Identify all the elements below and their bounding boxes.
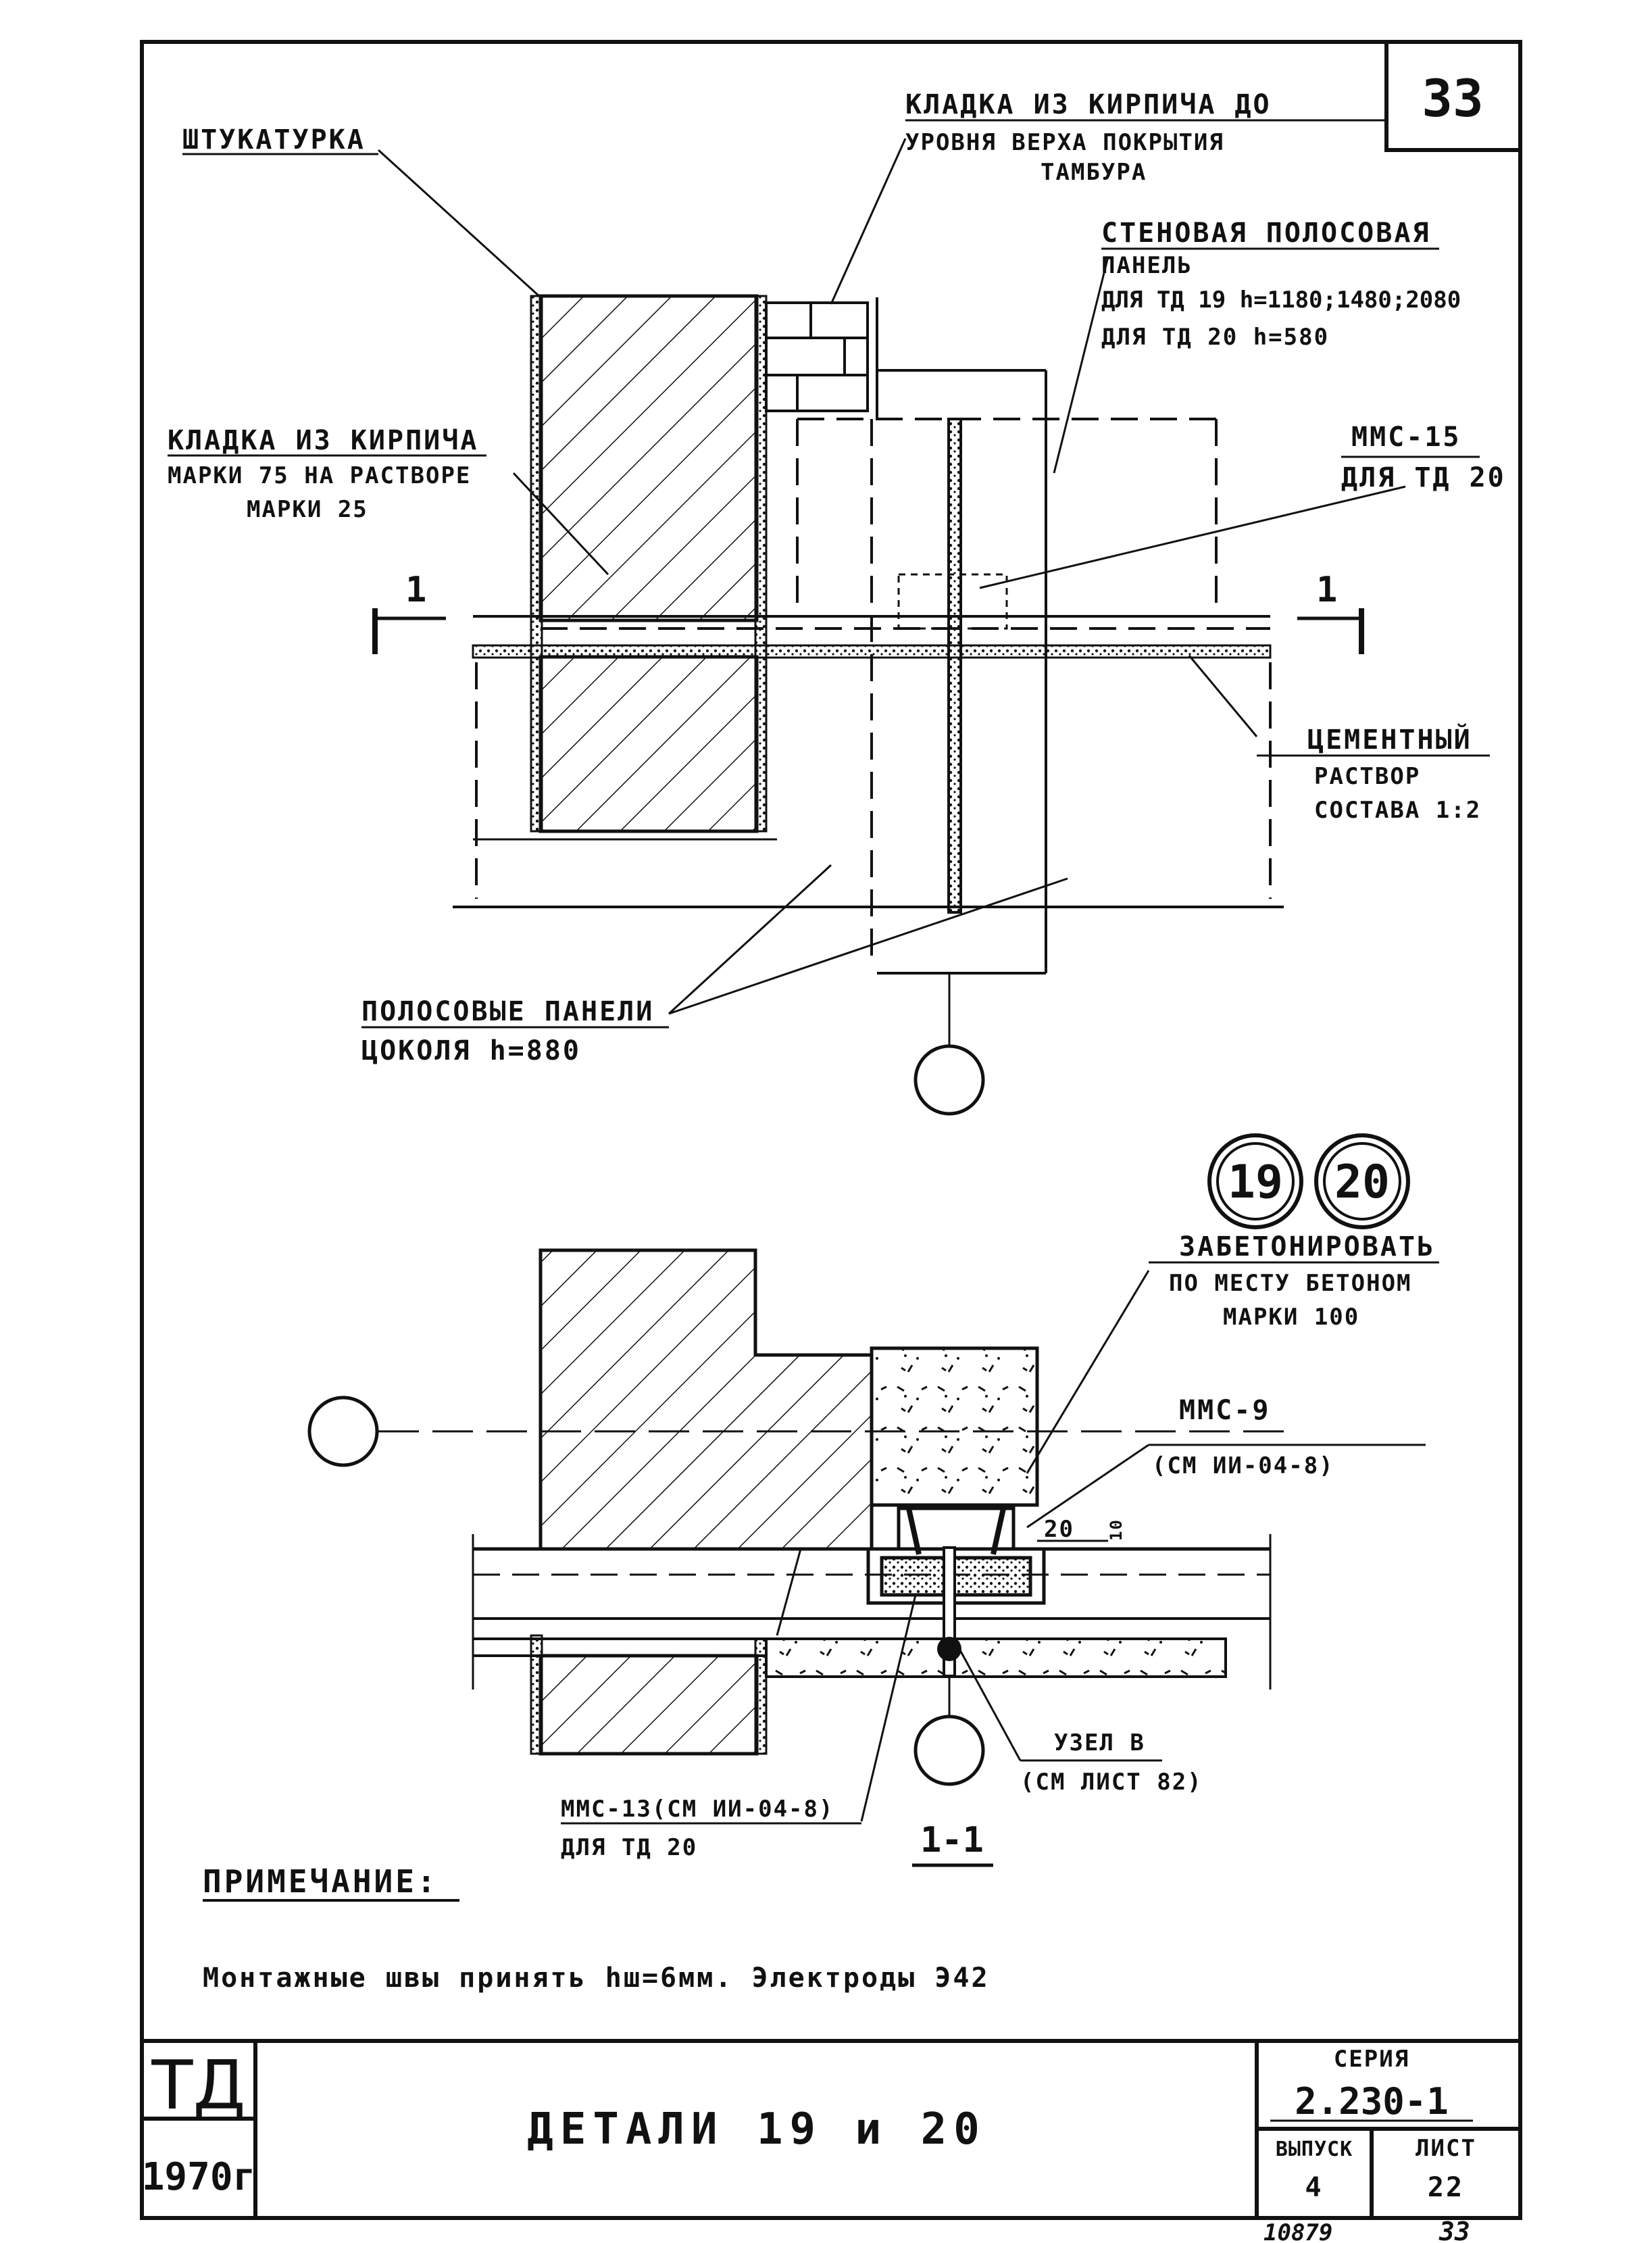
label-wall-panel-2: ПАНЕЛЬ bbox=[1101, 252, 1193, 279]
vertical-joint bbox=[947, 418, 962, 914]
label-brick-1: КЛАДКА ИЗ КИРПИЧА ДО bbox=[905, 89, 1272, 120]
label-brick-3: ТАМБУРА bbox=[1041, 159, 1147, 186]
dim-10: 10 bbox=[1107, 1519, 1126, 1541]
label-node-2: (СМ ЛИСТ 82) bbox=[1020, 1769, 1203, 1796]
label-wall-panel-3: ДЛЯ ТД 19 h=1180;1480;2080 bbox=[1101, 287, 1461, 314]
label-mortar-2: РАСТВОР bbox=[1314, 763, 1420, 790]
svg-text:1: 1 bbox=[1316, 570, 1337, 610]
label-concrete-2: ПО МЕСТУ БЕТОНОМ bbox=[1169, 1270, 1412, 1297]
panel-lines bbox=[475, 297, 1272, 975]
page-number: 33 bbox=[1438, 2217, 1470, 2243]
section-detail: 20 10 bbox=[307, 1248, 1284, 1822]
label-wall-panel-4: ДЛЯ ТД 20 h=580 bbox=[1101, 324, 1329, 351]
footer: 10879 33 bbox=[1263, 2217, 1470, 2243]
detail-markers: 19 20 bbox=[1207, 1133, 1410, 1229]
label-mmc15-2: ДЛЯ ТД 20 bbox=[1341, 462, 1506, 493]
label-mmc9-1: ММС-9 bbox=[1179, 1395, 1270, 1426]
leaders-bottom bbox=[776, 1270, 1150, 1822]
labels-top: ШТУКАТУРКА КЛАДКА ИЗ КИРПИЧА ДО УРОВНЯ В… bbox=[168, 89, 1506, 1066]
series-label: СЕРИЯ bbox=[1334, 2046, 1409, 2073]
sheet-frame: 33 bbox=[140, 40, 1522, 2220]
sheet-number: 33 bbox=[1422, 68, 1484, 128]
label-masonry-3: МАРКИ 25 bbox=[247, 496, 368, 523]
label-masonry-2: МАРКИ 75 НА РАСТВОРЕ bbox=[168, 462, 471, 489]
cut-mark-left: 1 bbox=[372, 570, 446, 654]
label-mmc13-2: ДЛЯ ТД 20 bbox=[561, 1834, 697, 1861]
label-concrete-1: ЗАБЕТОНИРОВАТЬ bbox=[1179, 1231, 1435, 1262]
axis-circle-top bbox=[913, 1044, 985, 1116]
logo-td: ТД bbox=[151, 2046, 245, 2125]
elevation-detail: 1 1 bbox=[372, 138, 1406, 1116]
title-block-text: ТД 1970г ДЕТАЛИ 19 и 20 СЕРИЯ 2.230-1 ВЫ… bbox=[142, 2046, 1476, 2203]
label-mortar-1: ЦЕМЕНТНЫЙ bbox=[1307, 723, 1472, 756]
concrete-fill bbox=[870, 1346, 1039, 1507]
section-label: 1-1 bbox=[920, 1820, 984, 1860]
section-masonry bbox=[539, 1248, 874, 1551]
axis-circle-left bbox=[307, 1396, 379, 1467]
sheet-label: ЛИСТ bbox=[1416, 2135, 1476, 2162]
mmc15-plate bbox=[897, 573, 1008, 630]
brick-bond bbox=[765, 301, 869, 412]
detail-20-label: 20 bbox=[1334, 1156, 1390, 1209]
label-plaster: ШТУКАТУРКА bbox=[182, 124, 366, 155]
issue-value: 4 bbox=[1305, 2172, 1323, 2203]
detail-19-circle bbox=[1207, 1133, 1303, 1229]
issue-label: ВЫПУСК bbox=[1276, 2138, 1353, 2161]
svg-text:1: 1 bbox=[405, 570, 426, 610]
section-masonry-lower bbox=[539, 1654, 759, 1756]
label-mmc9-2: (СМ ИИ-04-8) bbox=[1152, 1452, 1334, 1479]
archive-number: 10879 bbox=[1263, 2219, 1332, 2243]
plaster-mid bbox=[754, 295, 768, 833]
masonry-lower bbox=[539, 655, 759, 833]
label-plinth-1: ПОЛОСОВЫЕ ПАНЕЛИ bbox=[361, 996, 654, 1027]
label-mmc13-1: ММС-13(СМ ИИ-04-8) bbox=[561, 1796, 834, 1823]
labels-bottom: ЗАБЕТОНИРОВАТЬ ПО МЕСТУ БЕТОНОМ МАРКИ 10… bbox=[561, 1231, 1439, 1867]
year: 1970г bbox=[142, 2155, 256, 2199]
label-node-1: УЗЕЛ В bbox=[1054, 1729, 1145, 1756]
sheet-number-box bbox=[1384, 40, 1522, 152]
leaders-top bbox=[377, 138, 1406, 1015]
title-block bbox=[142, 2039, 1520, 2218]
series-value: 2.230-1 bbox=[1295, 2080, 1449, 2123]
plaster-left bbox=[530, 295, 543, 833]
note-heading: ПРИМЕЧАНИЕ: bbox=[203, 1863, 439, 1900]
detail-19-label: 19 bbox=[1228, 1156, 1283, 1209]
axis-circle-bottom bbox=[913, 1715, 985, 1786]
note-text: Монтажные швы принять hш=6мм. Электроды … bbox=[203, 1963, 990, 1994]
label-wall-panel-1: СТЕНОВАЯ ПОЛОСОВАЯ bbox=[1101, 218, 1430, 249]
label-mmc15-1: ММС-15 bbox=[1351, 422, 1461, 453]
label-mortar-3: СОСТАВА 1:2 bbox=[1314, 797, 1481, 824]
sheet-value: 22 bbox=[1428, 2172, 1464, 2203]
note-block: ПРИМЕЧАНИЕ: Монтажные швы принять hш=6мм… bbox=[203, 1863, 990, 1994]
label-concrete-3: МАРКИ 100 bbox=[1223, 1304, 1359, 1331]
label-masonry-1: КЛАДКА ИЗ КИРПИЧА bbox=[168, 425, 478, 456]
dim-20: 20 bbox=[1044, 1516, 1074, 1543]
label-plinth-2: ЦОКОЛЯ h=880 bbox=[361, 1035, 581, 1066]
drawing-title: ДЕТАЛИ 19 и 20 bbox=[527, 2104, 986, 2154]
label-brick-2: УРОВНЯ ВЕРХА ПОКРЫТИЯ bbox=[905, 129, 1224, 156]
cut-mark-right: 1 bbox=[1297, 570, 1364, 654]
masonry-upper bbox=[539, 294, 759, 622]
detail-20-circle bbox=[1314, 1133, 1410, 1229]
bottom-panel bbox=[765, 1637, 1227, 1678]
